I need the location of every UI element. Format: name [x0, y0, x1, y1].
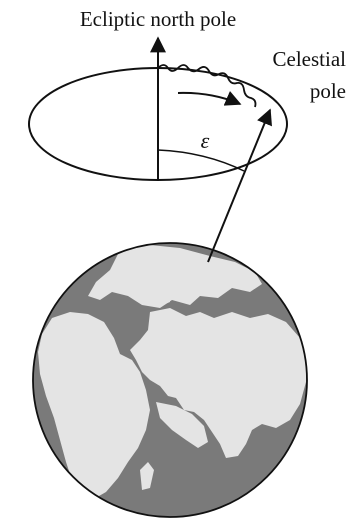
obliquity-epsilon-label: ε: [201, 128, 210, 153]
ecliptic-north-pole-label: Ecliptic north pole: [80, 7, 236, 31]
celestial-pole-label-line1: Celestial: [273, 47, 346, 71]
earth-globe: [33, 243, 307, 517]
precession-direction-arrow: [178, 93, 240, 104]
celestial-pole-label-line2: pole: [310, 79, 346, 103]
obliquity-arc: [158, 150, 244, 171]
celestial-pole-axis: [208, 110, 270, 262]
